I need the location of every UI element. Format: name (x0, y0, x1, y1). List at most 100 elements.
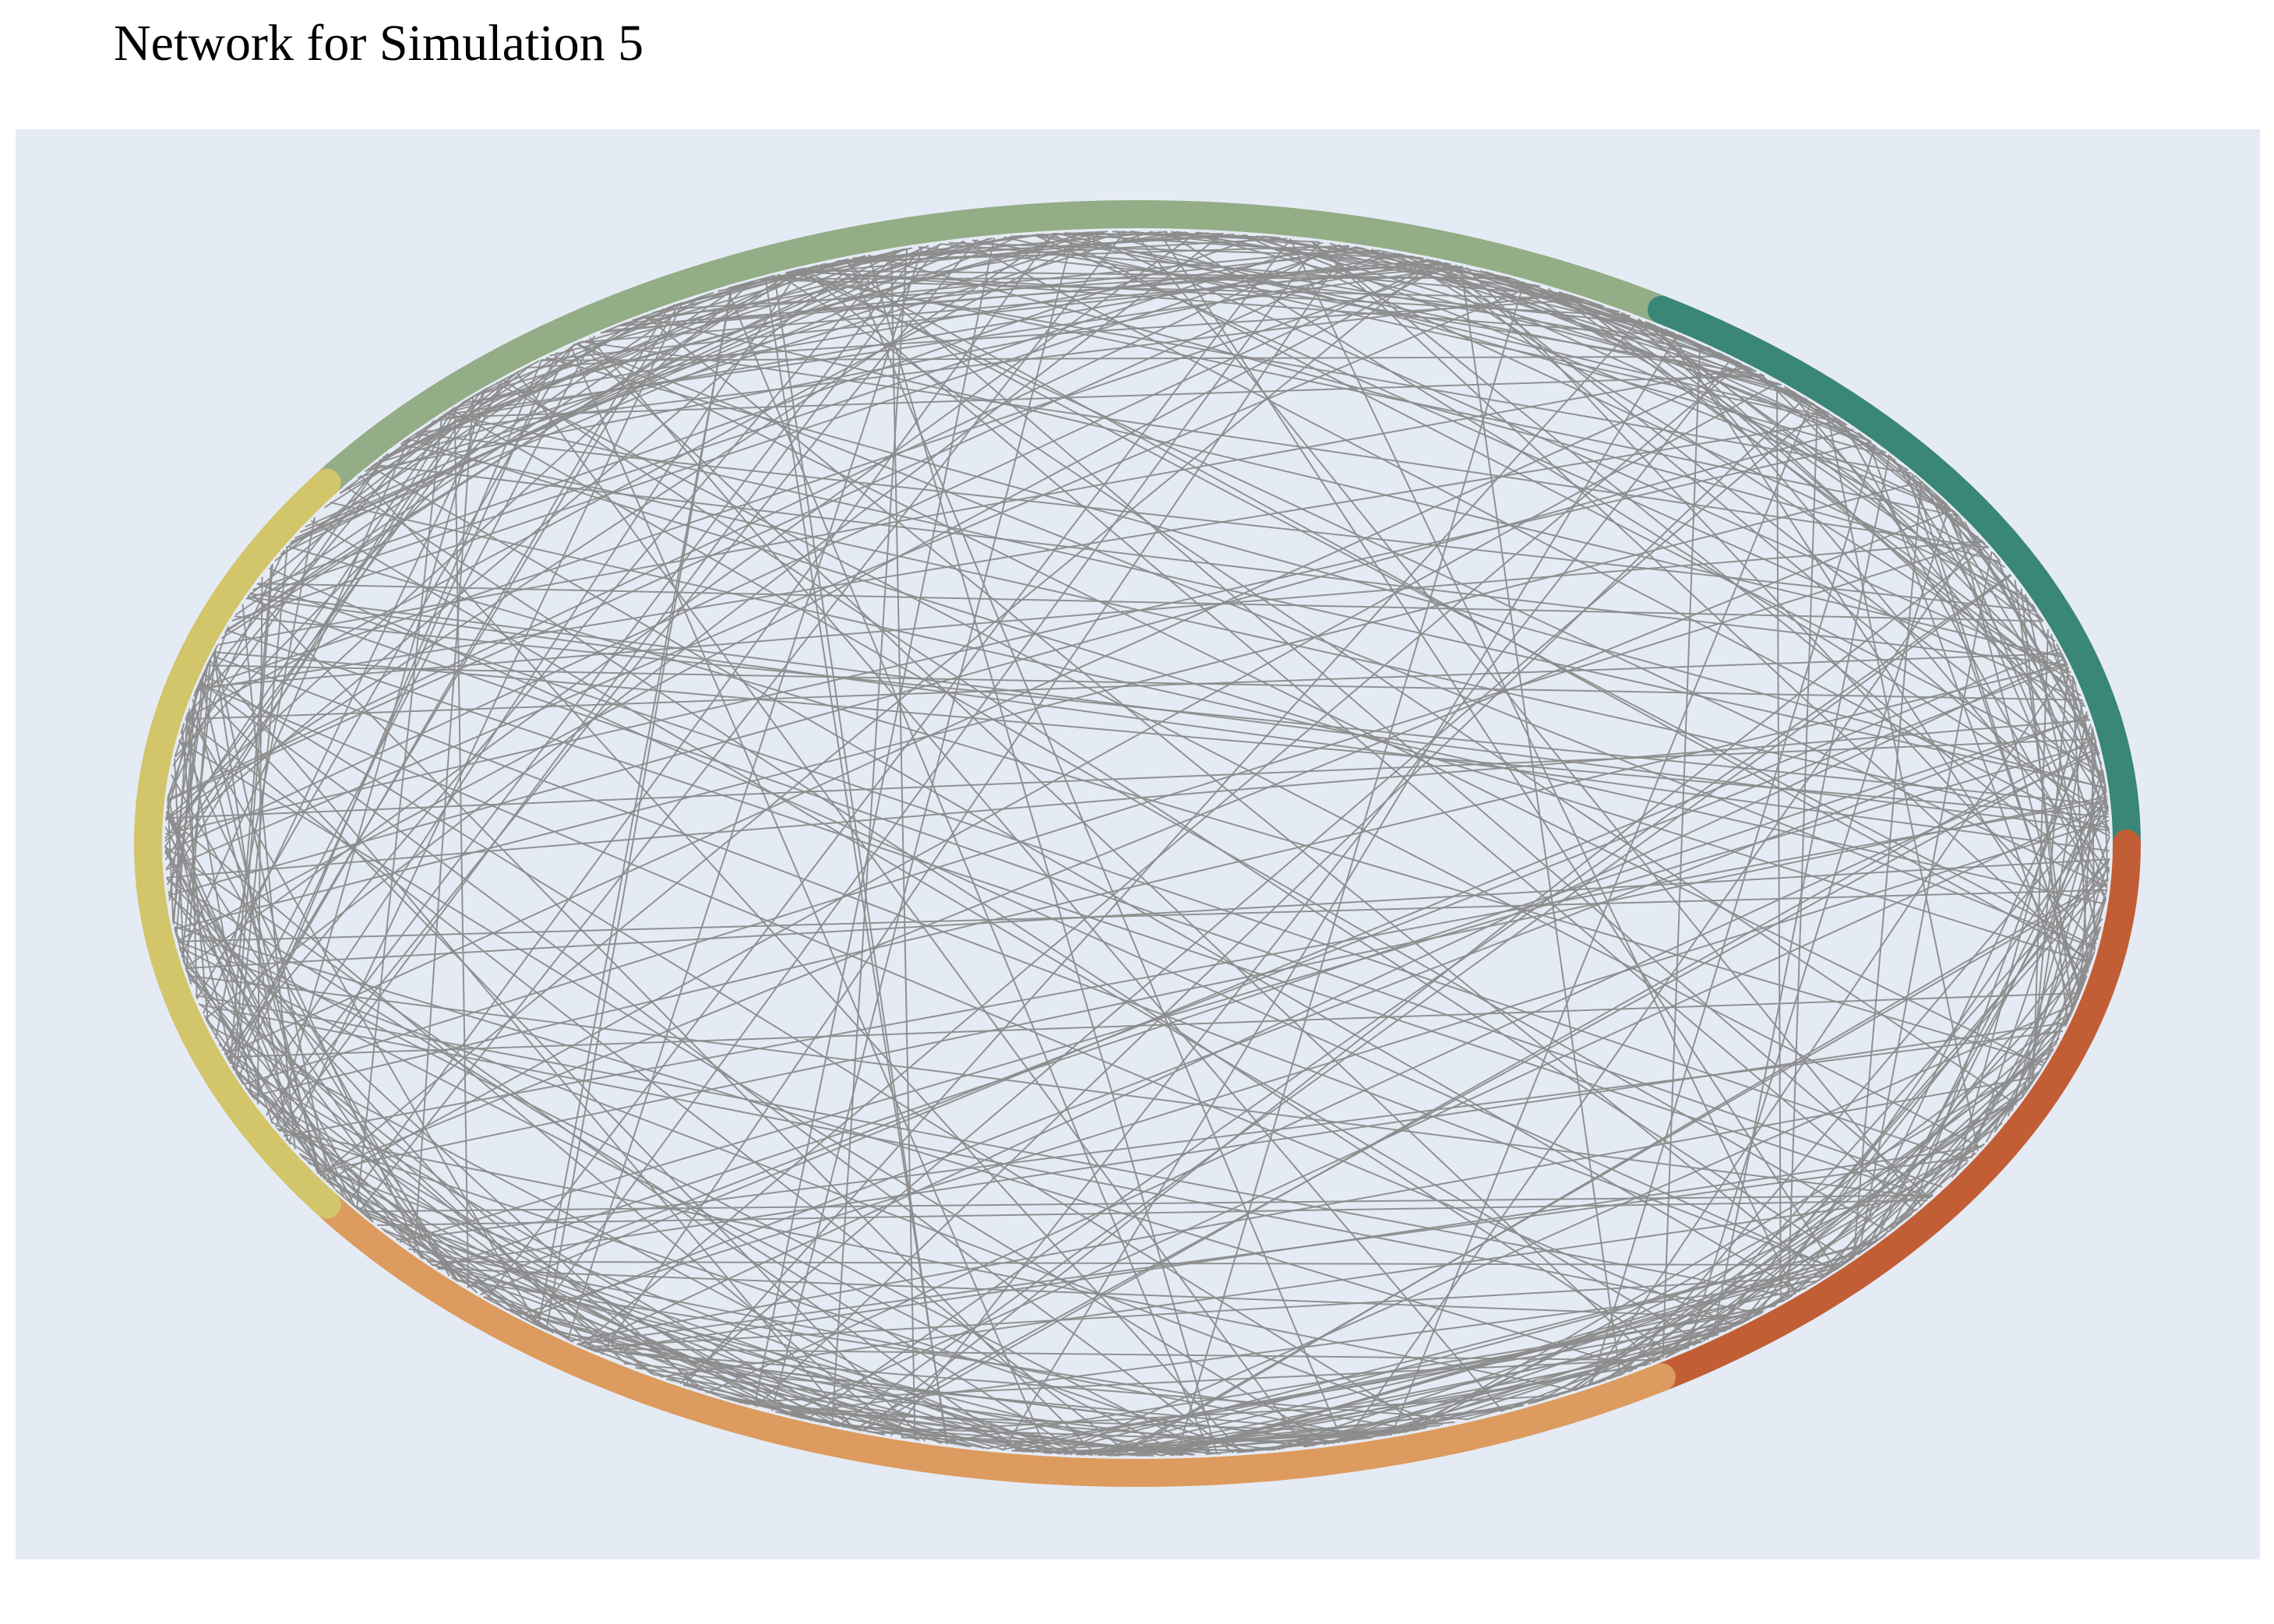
network-edge (483, 1295, 1005, 1451)
network-edge (591, 1348, 1468, 1421)
network-edge (1912, 474, 2082, 992)
group-arc-3 (1648, 830, 2141, 1392)
network-edge (837, 574, 2012, 1427)
network-edge (347, 233, 1055, 1203)
network-edge (280, 248, 905, 555)
network-edge (1954, 897, 2107, 1176)
network-edge (224, 249, 899, 1055)
network-edge (233, 563, 273, 1071)
network-edge (196, 344, 575, 1000)
network-edge (218, 1043, 653, 1375)
network-edge (1702, 878, 2109, 1342)
network-edge (1311, 241, 2091, 966)
plot-background (16, 129, 2260, 1559)
network-edge (683, 319, 1641, 1386)
network-edge (1261, 235, 1541, 287)
network-edge (164, 678, 202, 821)
network-edge (199, 682, 1737, 1326)
network-edge (1391, 402, 1812, 1435)
network-edge (1992, 551, 2001, 562)
network-edge (1941, 499, 2108, 890)
network-edge (1609, 1312, 1762, 1380)
network-edge (635, 1367, 1274, 1451)
network-edge (1460, 266, 1621, 1376)
network-edge (1867, 439, 2075, 1009)
network-edge (707, 752, 2099, 1393)
group-arcs (133, 199, 2141, 1488)
network-edge (1172, 1252, 1861, 1457)
network-edge (359, 231, 1126, 1212)
network-edge (1205, 1433, 1392, 1456)
network-edge (1909, 724, 2092, 1215)
network-edge (1566, 293, 2043, 622)
network-edge (549, 235, 1015, 357)
network-edge (1664, 1281, 1816, 1359)
network-edge (209, 1025, 1021, 1453)
network-edge (786, 272, 1959, 517)
network-edge (357, 231, 1153, 479)
network-edge (174, 928, 192, 985)
network-edge (837, 245, 1349, 262)
network-edge (1564, 1096, 2023, 1395)
network-edge (1662, 343, 1701, 1359)
network-edge (167, 893, 701, 1391)
network-edge (516, 372, 1306, 1447)
network-edge (1343, 1333, 1719, 1443)
network-edge (168, 428, 1854, 897)
network-edge (310, 520, 1702, 1344)
network-edge (1268, 236, 1685, 339)
network-edge (213, 652, 289, 1142)
network-edge (2091, 728, 2107, 789)
network-edge (165, 284, 1535, 871)
network-edge (1397, 252, 1872, 443)
network-edge (432, 1021, 2068, 1266)
network-plot (16, 129, 2260, 1559)
network-edge (1568, 294, 1603, 307)
network-edge (252, 235, 1260, 591)
network-edge (451, 409, 1890, 1233)
network-edge (330, 502, 2106, 905)
network-edge (249, 593, 2110, 832)
network-edge (1666, 858, 2110, 1358)
network-edge (227, 1059, 862, 1432)
network-edge (217, 366, 1749, 646)
network-edge (1622, 798, 2108, 1375)
network-edge (1256, 234, 1955, 513)
network-edge (758, 279, 1581, 300)
network-edge (1913, 474, 1948, 506)
network-edge (178, 738, 425, 1259)
network-edge (181, 648, 217, 958)
network-edge (1842, 1019, 2069, 1265)
network-edge (168, 689, 198, 901)
network-edge (504, 1307, 1060, 1455)
network-edge (445, 412, 2107, 789)
network-edge (164, 441, 1872, 835)
group-arc-2 (1648, 295, 2141, 858)
network-edge (537, 287, 733, 1326)
network-edge (225, 629, 1932, 1199)
network-edge (250, 591, 1097, 1456)
network-edge (1118, 878, 2109, 1457)
network-edge (777, 273, 1913, 474)
network-edge (580, 340, 1989, 549)
network-edge (370, 466, 1800, 1293)
network-edge (1099, 1330, 1727, 1457)
network-edge (486, 238, 1292, 1299)
network-edge (662, 262, 1448, 311)
network-edge (185, 718, 1133, 1457)
network-edge (1079, 1239, 1877, 1456)
network-edge (1994, 1002, 2077, 1133)
network-edge (2054, 889, 2108, 1046)
network-edge (353, 1205, 1063, 1455)
network-edge (1465, 266, 2097, 945)
network-edge (439, 375, 1765, 418)
network-edge (436, 715, 2089, 1270)
network-edge (1970, 769, 2103, 1159)
network-edge (1859, 1213, 1913, 1254)
network-edge (722, 1397, 743, 1404)
network-edge (305, 245, 929, 528)
network-edge (243, 540, 1983, 1085)
network-edge (1158, 231, 1837, 1270)
network-edge (620, 231, 1181, 326)
network-edge (483, 1295, 536, 1326)
